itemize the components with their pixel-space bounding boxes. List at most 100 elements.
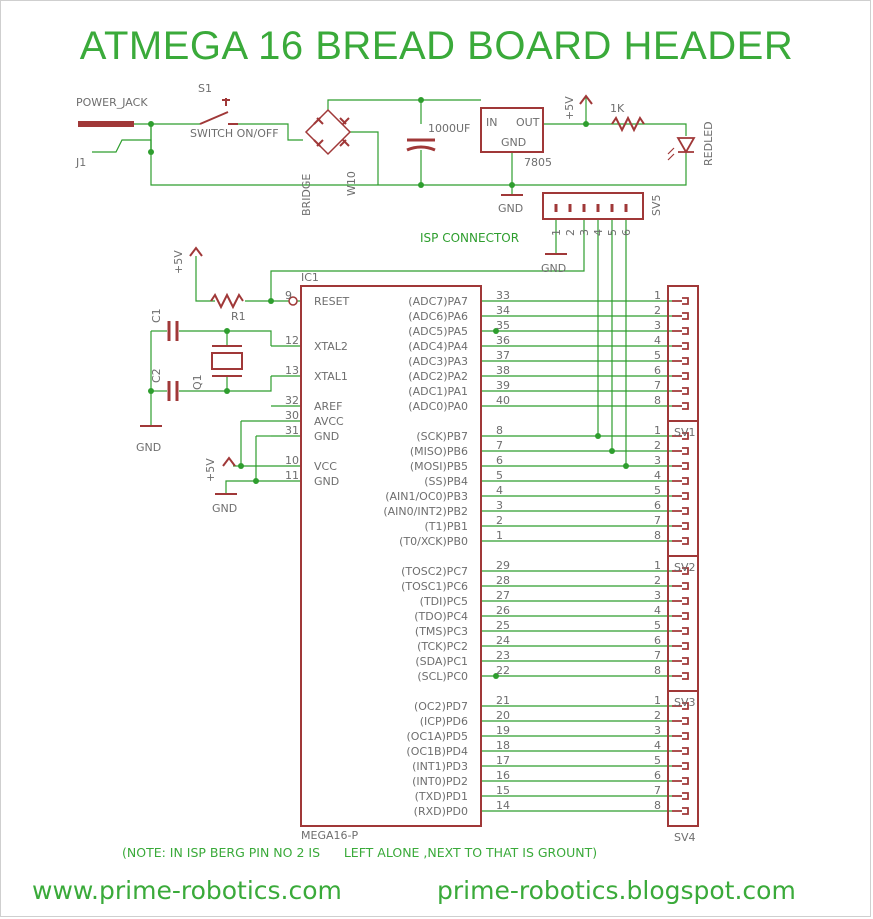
- ic-right-pin-num-31: 14: [496, 799, 510, 812]
- isp-pin-number-2: 2: [564, 229, 577, 236]
- wire: [255, 436, 271, 482]
- ic-right-pin-name-15: (T0/XCK)PB0: [399, 535, 468, 548]
- ic-left-pin-name-7: GND: [314, 475, 339, 488]
- vcc-gnd-label: GND: [212, 502, 237, 515]
- capacitor-value: 1000UF: [428, 122, 470, 135]
- reset-plus5v-arrow: [189, 246, 203, 257]
- header-pin: [672, 297, 689, 305]
- isp-gnd-label: GND: [541, 262, 566, 275]
- capacitor-c1: [167, 321, 179, 341]
- wire: [179, 330, 272, 346]
- ic-right-pin-num-14: 2: [496, 514, 503, 527]
- junction-dot: [418, 182, 424, 188]
- isp-pin-number-5: 5: [606, 229, 619, 236]
- s1-label: S1: [198, 82, 212, 95]
- ic-right-pin-name-23: (SCL)PC0: [417, 670, 468, 683]
- header-block-4: [667, 690, 699, 827]
- power-jack-label: POWER_JACK: [76, 96, 148, 109]
- ic-left-pin-name-0: RESET: [314, 295, 350, 308]
- ic-right-pin-name-30: (TXD)PD1: [415, 790, 468, 803]
- bridge-diodes: [313, 117, 350, 147]
- header-pin: [672, 507, 689, 515]
- junction-dot: [418, 97, 424, 103]
- jack-return: [92, 139, 152, 153]
- isp-pin-number-3: 3: [578, 229, 591, 236]
- ic-right-pin-num-20: 25: [496, 619, 510, 632]
- ic-right-pin-num-9: 7: [496, 439, 503, 452]
- header-pin: [672, 462, 689, 470]
- header-pin-number: 7: [654, 649, 661, 662]
- header-pin-number: 1: [654, 424, 661, 437]
- bridge-label: BRIDGE: [300, 174, 313, 216]
- junctions: [148, 97, 629, 679]
- isp-reset-line: [270, 219, 585, 301]
- ic-right-pin-name-11: (SS)PB4: [424, 475, 468, 488]
- isp-connector-label: ISP CONNECTOR: [420, 231, 519, 245]
- header-pin-number: 4: [654, 604, 661, 617]
- ic-right-pin-num-4: 37: [496, 349, 510, 362]
- regulator-7805: [480, 107, 544, 153]
- ic-right-pin-name-19: (TDO)PC4: [414, 610, 468, 623]
- ic-right-pin-num-16: 29: [496, 559, 510, 572]
- header-pin: [672, 612, 689, 620]
- ic-right-pin-num-27: 18: [496, 739, 510, 752]
- header-pin-number: 2: [654, 709, 661, 722]
- wires: [92, 96, 687, 812]
- wire: [238, 123, 303, 141]
- ic-left-pin-name-1: XTAL2: [314, 340, 348, 353]
- header-block-1: [667, 285, 699, 422]
- isp-sv5-label: SV5: [650, 194, 663, 216]
- ic-right-pin-num-26: 19: [496, 724, 510, 737]
- ic-right-pin-name-4: (ADC3)PA3: [408, 355, 468, 368]
- header-pin-number: 2: [654, 574, 661, 587]
- wire: [225, 480, 256, 494]
- wire: [672, 152, 687, 186]
- blog-link[interactable]: prime-robotics.blogspot.com: [437, 876, 796, 905]
- header-pin-number: 6: [654, 499, 661, 512]
- header-pin-number: 8: [654, 799, 661, 812]
- j1-label: J1: [75, 156, 86, 169]
- ic-right-pin-num-21: 24: [496, 634, 510, 647]
- header-pin: [672, 312, 689, 320]
- header-block-2: [667, 420, 699, 557]
- ic-left-pin-name-4: AVCC: [314, 415, 344, 428]
- ic-right-pin-name-22: (SDA)PC1: [415, 655, 468, 668]
- capacitor-1000uf-curve: [406, 145, 436, 152]
- ic-right-pin-name-12: (AIN1/OC0)PB3: [385, 490, 468, 503]
- header-pin-number: 5: [654, 349, 661, 362]
- red-led: [676, 137, 696, 154]
- header-pin-number: 3: [654, 319, 661, 332]
- header-pin: [672, 402, 689, 410]
- junction-dot: [623, 463, 629, 469]
- website-link[interactable]: www.prime-robotics.com: [32, 876, 342, 905]
- ic-right-pin-name-26: (OC1A)PD5: [406, 730, 468, 743]
- ic-right-pin-num-7: 40: [496, 394, 510, 407]
- header-pin: [672, 762, 689, 770]
- resistor-r1: [210, 292, 244, 310]
- vcc-plus5v-label: +5V: [204, 458, 217, 482]
- header-pin-number: 1: [654, 289, 661, 302]
- junction-dot: [493, 673, 499, 679]
- header-pin: [672, 642, 689, 650]
- ic-right-pin-name-31: (RXD)PD0: [414, 805, 468, 818]
- header-name-4: SV4: [674, 831, 696, 844]
- ic-right-pin-name-0: (ADC7)PA7: [408, 295, 468, 308]
- regulator-in: IN: [486, 116, 497, 129]
- crystal-q1: [211, 345, 243, 377]
- plus5v-label: +5V: [563, 96, 576, 120]
- ic-right-pin-num-17: 28: [496, 574, 510, 587]
- header-pin-number: 5: [654, 484, 661, 497]
- wire: [350, 131, 379, 185]
- ic-right-pin-name-10: (MOSI)PB5: [410, 460, 468, 473]
- header-pin-number: 2: [654, 439, 661, 452]
- header-pin: [672, 807, 689, 815]
- header-pin: [672, 357, 689, 365]
- header-pin-number: 4: [654, 739, 661, 752]
- wire: [327, 99, 421, 110]
- components: [78, 94, 699, 827]
- ic-part: MEGA16-P: [301, 829, 358, 842]
- junction-dot: [583, 121, 589, 127]
- ic-right-pin-name-16: (TOSC2)PC7: [401, 565, 468, 578]
- header-pin: [672, 537, 689, 545]
